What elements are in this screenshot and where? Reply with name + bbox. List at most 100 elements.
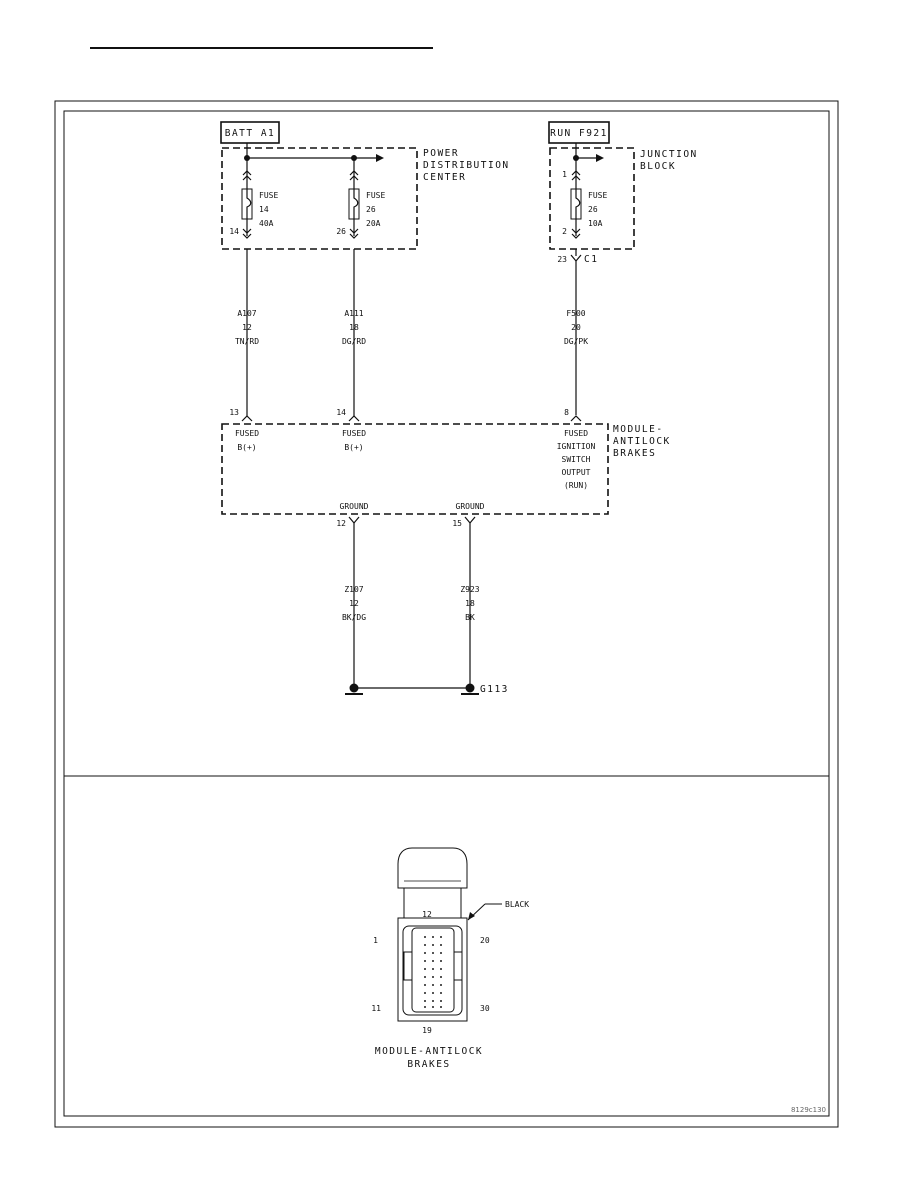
terminal-icon	[242, 228, 252, 239]
outer-frame	[54, 100, 839, 1128]
wire-f500-label: F500 20 DG/PK	[564, 309, 588, 346]
wire-a107-gauge: 12	[242, 323, 252, 332]
wire-f500-color: DG/PK	[564, 337, 588, 346]
module-name-line3: BRAKES	[613, 448, 656, 459]
terminal-icon	[348, 415, 360, 422]
fuse-26-rating: 20A	[366, 219, 381, 228]
bus-arrow-icon	[376, 154, 384, 162]
fuse-14-label: FUSE	[259, 191, 278, 200]
fused-b1-line1: FUSED	[235, 429, 259, 438]
power-distribution-center: POWER DISTRIBUTION CENTER FUSE 14 40A 14…	[221, 147, 510, 250]
leader-arrow-icon	[468, 912, 475, 920]
fuse-14-number: 14	[259, 205, 269, 214]
wire-a107-label: A107 12 TN/RD	[235, 309, 259, 346]
connector-pin-11: 11	[371, 1004, 381, 1013]
jb-pin-bottom: 2	[562, 227, 567, 236]
fuse-14-rating: 40A	[259, 219, 274, 228]
fuse-26-number: 26	[366, 205, 376, 214]
terminal-icon	[349, 228, 359, 239]
batt-a1-source: BATT A1	[220, 121, 280, 144]
jb-fuse-number: 26	[588, 205, 598, 214]
connector-pin-19: 19	[422, 1026, 432, 1035]
fused-b2-line2: B(+)	[344, 443, 363, 452]
terminal-icon	[464, 516, 476, 524]
terminal-icon	[349, 170, 359, 181]
connector-caption-line2: BRAKES	[407, 1059, 450, 1070]
fused-b2-line1: FUSED	[342, 429, 366, 438]
module-name-line2: ANTILOCK	[613, 436, 671, 447]
inner-frame	[63, 110, 830, 1117]
wire-a107-circuit: A107	[237, 309, 256, 318]
connector-pin-30: 30	[480, 1004, 490, 1013]
c1-label: C1	[584, 254, 598, 265]
pdc-name-line2: DISTRIBUTION	[423, 160, 510, 171]
module-pin-15: 15	[452, 519, 462, 528]
junction-block: JUNCTION BLOCK 1 FUSE 26 10A 2	[549, 143, 698, 250]
ground-label-1: GROUND	[340, 502, 369, 511]
ground-icon	[349, 683, 359, 693]
jb-pin-top: 1	[562, 170, 567, 179]
fuse-14-pin: 14	[229, 227, 239, 236]
run-f921-source: RUN F921	[548, 121, 610, 144]
wire-a111-color: DG/RD	[342, 337, 366, 346]
wire-z923-color: BK	[465, 613, 475, 622]
ground-label-2: GROUND	[456, 502, 485, 511]
ign-line3: SWITCH	[562, 455, 591, 464]
module-pin-12: 12	[336, 519, 346, 528]
wire-f500-circuit: F500	[566, 309, 585, 318]
ign-line2: IGNITION	[557, 442, 596, 451]
connector-pin-12: 12	[422, 910, 432, 919]
fuse-26-label: FUSE	[366, 191, 385, 200]
wire-z923-circuit: Z923	[460, 585, 479, 594]
module-pin-13: 13	[229, 408, 239, 417]
jb-arrow-icon	[596, 154, 604, 162]
jb-fuse-rating: 10A	[588, 219, 603, 228]
ground-g113-label: G113	[480, 684, 509, 695]
terminal-icon	[241, 415, 253, 422]
connector-pin-1: 1	[373, 936, 378, 945]
ign-line4: OUTPUT	[562, 468, 591, 477]
module-pin-14: 14	[336, 408, 346, 417]
ground-icon	[465, 683, 475, 693]
terminal-icon	[242, 170, 252, 181]
wire-z923-gauge: 18	[465, 599, 475, 608]
c1-pin: 23	[557, 255, 567, 264]
figure-id: 8129c130	[791, 1106, 826, 1114]
fuse-26-pin: 26	[336, 227, 346, 236]
connector-caption-line1: MODULE-ANTILOCK	[375, 1046, 483, 1057]
wire-a111-label: A111 18 DG/RD	[342, 309, 366, 346]
ground-g113: G113	[345, 683, 509, 695]
connector-color-label: BLACK	[505, 900, 529, 909]
jb-splice-icon	[573, 155, 579, 161]
wire-f500-gauge: 20	[571, 323, 581, 332]
terminal-icon	[571, 228, 581, 239]
jb-name-line2: BLOCK	[640, 161, 676, 172]
ign-line1: FUSED	[564, 429, 588, 438]
jb-name-line1: JUNCTION	[640, 149, 698, 160]
jb-fuse-label: FUSE	[588, 191, 607, 200]
wire-z107-circuit: Z107	[344, 585, 363, 594]
connector-pins	[424, 936, 442, 1008]
terminal-icon	[571, 170, 581, 181]
ign-line5: (RUN)	[564, 481, 588, 490]
pdc-name-line3: CENTER	[423, 172, 466, 183]
terminal-icon	[348, 516, 360, 524]
run-f921-label: RUN F921	[550, 128, 608, 139]
module-name-line1: MODULE-	[613, 424, 664, 435]
connector-pin-20: 20	[480, 936, 490, 945]
fused-b1-line2: B(+)	[237, 443, 256, 452]
wire-z107-color: BK/DG	[342, 613, 366, 622]
wire-z107-label: Z107 12 BK/DG	[342, 585, 366, 622]
wire-a107-color: TN/RD	[235, 337, 259, 346]
wire-a111-circuit: A111	[344, 309, 363, 318]
wire-a111-gauge: 18	[349, 323, 359, 332]
pdc-name-line1: POWER	[423, 148, 459, 159]
wire-z107-gauge: 12	[349, 599, 359, 608]
wire-z923-label: Z923 18 BK	[460, 585, 479, 622]
connector-view: BLACK 12 1 20 11 30 19 MODULE-ANTILOCK B…	[371, 847, 529, 1070]
terminal-icon	[570, 415, 582, 422]
module-pin-8: 8	[564, 408, 569, 417]
batt-a1-label: BATT A1	[225, 128, 276, 139]
module-antilock-brakes: MODULE- ANTILOCK BRAKES 13 14 8 FUSED B(…	[221, 408, 671, 528]
